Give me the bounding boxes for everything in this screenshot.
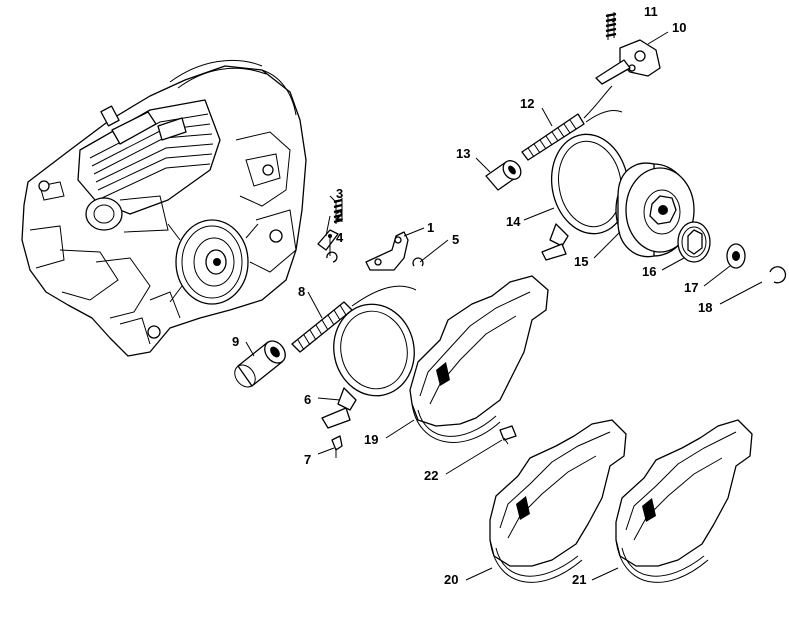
callout-9: 9	[232, 334, 239, 349]
callout-11: 11	[644, 4, 658, 19]
callout-22: 22	[424, 468, 438, 483]
callout-13: 13	[456, 146, 470, 161]
part-sleeve-9	[234, 340, 286, 388]
part-clutch-drum-15	[615, 162, 695, 258]
part-rim-sprocket-16	[677, 221, 711, 263]
callout-7: 7	[304, 452, 311, 467]
callout-19: 19	[364, 432, 378, 447]
callout-5: 5	[452, 232, 459, 247]
part-spring-11	[605, 12, 617, 40]
engine-housing	[21, 59, 307, 357]
callout-17: 17	[684, 280, 698, 295]
part-e-clip-18	[769, 266, 787, 284]
callout-20: 20	[444, 572, 458, 587]
callout-21: 21	[572, 572, 586, 587]
callout-15: 15	[574, 254, 588, 269]
part-sprocket-cover-21	[615, 419, 753, 583]
callout-6: 6	[304, 392, 311, 407]
part-lever-10	[595, 39, 661, 85]
callout-10: 10	[672, 20, 686, 35]
part-clip-5	[412, 257, 424, 267]
part-spring-3	[333, 198, 343, 224]
callout-12: 12	[520, 96, 534, 111]
part-brake-band-6	[321, 303, 415, 429]
callout-18: 18	[698, 300, 712, 315]
leader-lines	[245, 19, 763, 581]
callout-4: 4	[336, 230, 344, 245]
part-brake-band-14	[541, 133, 630, 261]
part-pin-2	[317, 229, 339, 251]
part-sprocket-cover-19	[409, 275, 549, 443]
part-washer-17	[726, 243, 746, 269]
part-spring-12	[521, 85, 623, 161]
part-washer-4	[326, 251, 338, 263]
callout-2: 2	[336, 208, 343, 223]
part-sleeve-13	[485, 160, 522, 191]
part-screw-22	[499, 425, 517, 445]
callout-8: 8	[298, 284, 305, 299]
part-sprocket-cover-20	[489, 419, 627, 583]
part-lever-1	[365, 231, 409, 271]
part-screw-7	[331, 435, 343, 458]
callout-3: 3	[336, 186, 343, 201]
callout-16: 16	[642, 264, 656, 279]
callout-1: 1	[427, 220, 434, 235]
callout-14: 14	[506, 214, 521, 229]
